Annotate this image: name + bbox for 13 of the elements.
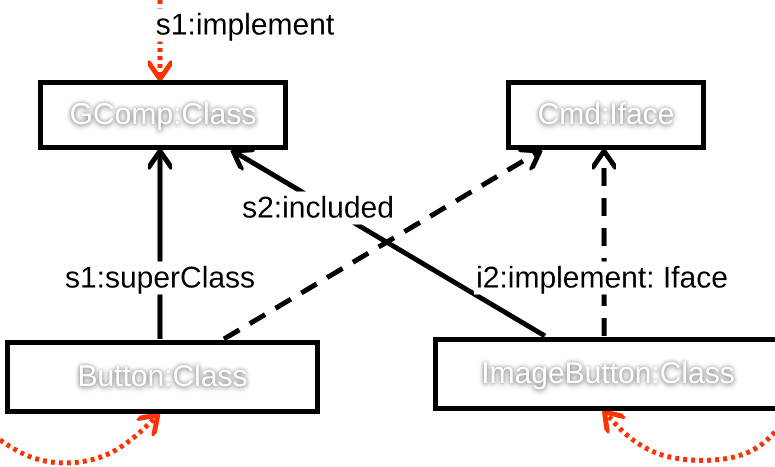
class-box [5,340,320,414]
class-name: ImageButton:Class [481,357,735,391]
arrow [602,410,775,463]
edge-label: i2:implement: Iface [474,262,730,294]
class-box [38,80,288,150]
class-name: Cmd:Iface [538,98,674,132]
arrow [0,412,160,466]
connector-arrow [590,148,618,336]
class-name: GComp:Class [70,98,256,132]
edge-label: s1:implement [154,8,336,42]
class-box [433,337,775,411]
class-box [506,80,706,150]
class-name: Button:Class [77,360,248,394]
